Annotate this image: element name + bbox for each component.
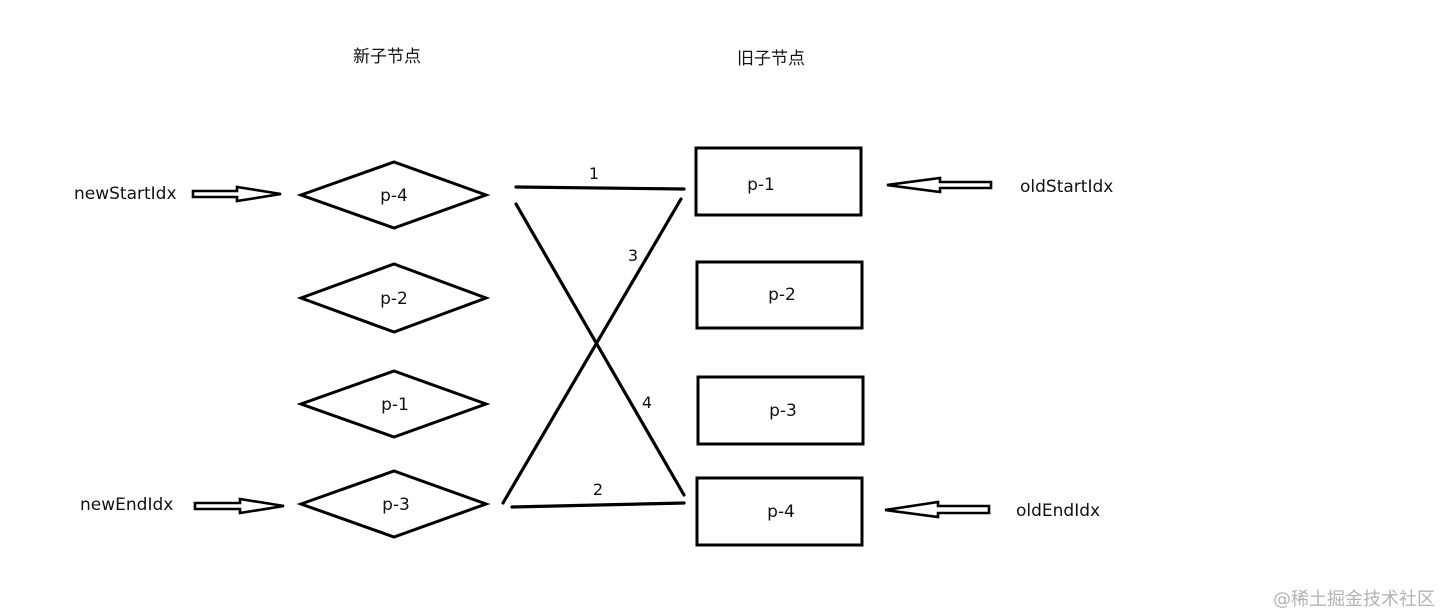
rect-shape <box>695 260 864 330</box>
new-start-idx-label: newStartIdx <box>74 184 177 204</box>
diamond-shape <box>296 369 491 439</box>
new-node-label: p-4 <box>380 186 408 206</box>
old-node: p-2 <box>695 260 864 330</box>
old-end-idx-label: oldEndIdx <box>1016 501 1100 521</box>
right-arrow-icon <box>193 497 285 515</box>
edge-label: 2 <box>593 480 603 499</box>
left-arrow-icon <box>884 500 991 519</box>
new-node-label: p-3 <box>382 495 410 515</box>
new-node: p-1 <box>296 369 491 439</box>
diamond-shape <box>296 262 491 334</box>
rect-shape <box>694 146 863 217</box>
edge-label: 3 <box>628 246 638 265</box>
old-node-label: p-4 <box>767 502 795 522</box>
edge-label: 4 <box>642 393 652 412</box>
watermark-text: @稀土掘金技术社区 <box>1273 589 1435 610</box>
rect-shape <box>696 375 865 446</box>
new-children-title: 新子节点 <box>353 47 421 67</box>
old-start-idx-label: oldStartIdx <box>1020 177 1113 197</box>
old-children-title: 旧子节点 <box>737 49 805 69</box>
diamond-shape <box>296 469 491 539</box>
new-node-label: p-1 <box>381 395 409 415</box>
edge-line <box>501 197 683 505</box>
old-node: p-1 <box>694 146 863 217</box>
old-node: p-3 <box>696 375 865 446</box>
old-node-label: p-2 <box>768 285 796 305</box>
edge-label: 1 <box>589 164 599 183</box>
right-arrow-icon <box>191 185 282 203</box>
old-node-label: p-3 <box>769 401 797 421</box>
edge-line <box>514 202 686 497</box>
diamond-shape <box>296 160 491 230</box>
edge-line <box>514 185 686 191</box>
new-node: p-3 <box>296 469 491 539</box>
old-node: p-4 <box>695 476 864 547</box>
edge-line <box>510 501 686 509</box>
old-node-label: p-1 <box>747 175 775 195</box>
new-node: p-2 <box>296 262 491 334</box>
new-node: p-4 <box>296 160 491 230</box>
new-node-label: p-2 <box>380 289 408 309</box>
new-end-idx-label: newEndIdx <box>80 495 173 515</box>
left-arrow-icon <box>886 176 993 194</box>
rect-shape <box>695 476 864 547</box>
